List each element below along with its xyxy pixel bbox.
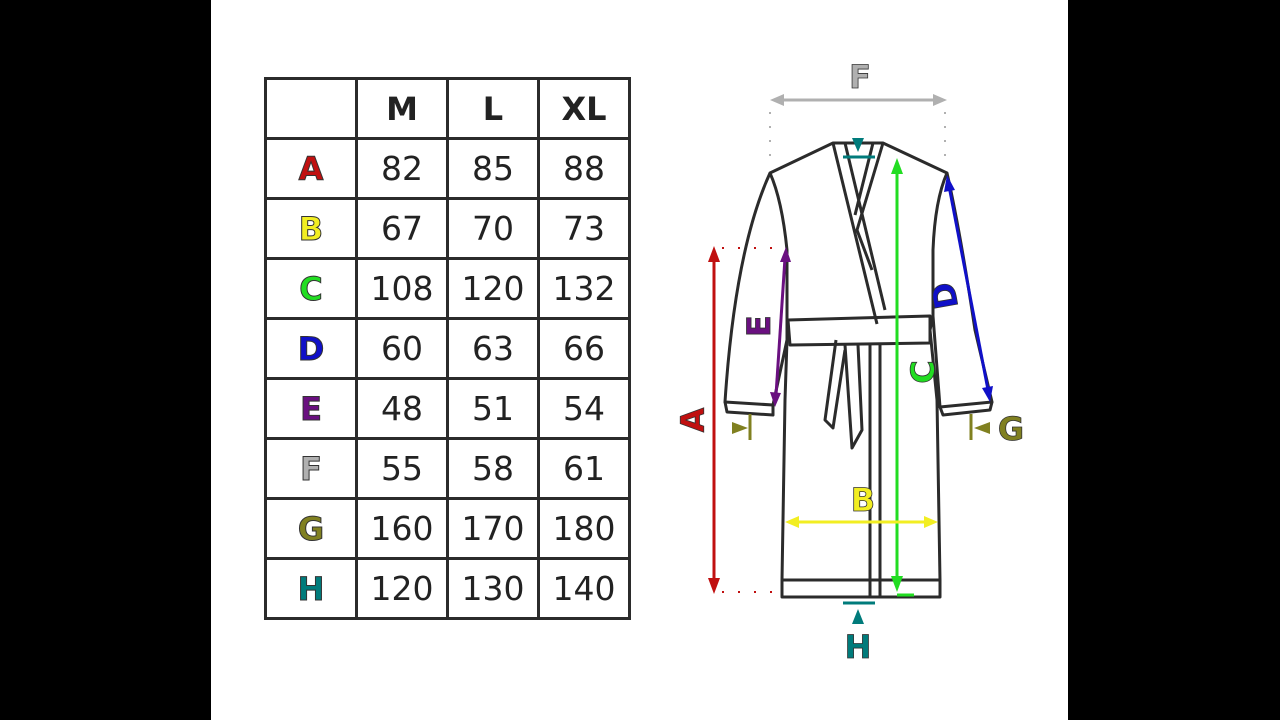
size-value-cell: 130 bbox=[446, 557, 540, 620]
size-value-cell: 66 bbox=[537, 317, 631, 380]
measure-b: B bbox=[785, 481, 938, 528]
row-letter-h: H bbox=[264, 557, 358, 620]
size-value-cell: 55 bbox=[355, 437, 449, 500]
diagram-label-c: C bbox=[904, 360, 942, 383]
measure-e: E bbox=[740, 247, 791, 407]
size-value-cell: 132 bbox=[537, 257, 631, 320]
diagram-label-e: E bbox=[740, 315, 778, 337]
diagram-label-f: F bbox=[849, 58, 871, 96]
header-cell-empty bbox=[264, 77, 358, 140]
row-letter-g: G bbox=[264, 497, 358, 560]
measure-f: F bbox=[769, 58, 947, 156]
row-letter-a: A bbox=[264, 137, 358, 200]
diagram-label-g: G bbox=[998, 410, 1024, 448]
size-value-cell: 51 bbox=[446, 377, 540, 440]
size-value-cell: 82 bbox=[355, 137, 449, 200]
diagram-label-d: D bbox=[924, 279, 966, 312]
size-value-cell: 88 bbox=[537, 137, 631, 200]
size-value-cell: 67 bbox=[355, 197, 449, 260]
diagram-label-h: H bbox=[845, 628, 872, 666]
measure-c: C bbox=[891, 158, 942, 597]
robe-outline bbox=[723, 141, 994, 599]
header-cell-l: L bbox=[446, 77, 540, 140]
size-value-cell: 60 bbox=[355, 317, 449, 380]
size-value-cell: 180 bbox=[537, 497, 631, 560]
size-value-cell: 120 bbox=[446, 257, 540, 320]
row-letter-b: B bbox=[264, 197, 358, 260]
size-value-cell: 140 bbox=[537, 557, 631, 620]
size-value-cell: 70 bbox=[446, 197, 540, 260]
size-value-cell: 160 bbox=[355, 497, 449, 560]
diagram-label-a: A bbox=[674, 407, 712, 432]
size-value-cell: 61 bbox=[537, 437, 631, 500]
row-letter-e: E bbox=[264, 377, 358, 440]
diagram-label-b: B bbox=[851, 481, 875, 519]
size-value-cell: 73 bbox=[537, 197, 631, 260]
size-value-cell: 108 bbox=[355, 257, 449, 320]
measure-a: A bbox=[674, 246, 785, 594]
row-letter-f: F bbox=[264, 437, 358, 500]
header-cell-xl: XL bbox=[537, 77, 631, 140]
measure-g: G bbox=[732, 410, 1025, 448]
measure-h: H bbox=[843, 138, 875, 666]
size-value-cell: 170 bbox=[446, 497, 540, 560]
row-letter-c: C bbox=[264, 257, 358, 320]
row-letter-d: D bbox=[264, 317, 358, 380]
size-value-cell: 120 bbox=[355, 557, 449, 620]
header-cell-m: M bbox=[355, 77, 449, 140]
size-value-cell: 48 bbox=[355, 377, 449, 440]
measure-d: D bbox=[924, 175, 993, 402]
size-value-cell: 54 bbox=[537, 377, 631, 440]
table-header-row: M L XL bbox=[264, 77, 631, 140]
size-value-cell: 58 bbox=[446, 437, 540, 500]
size-value-cell: 85 bbox=[446, 137, 540, 200]
size-value-cell: 63 bbox=[446, 317, 540, 380]
